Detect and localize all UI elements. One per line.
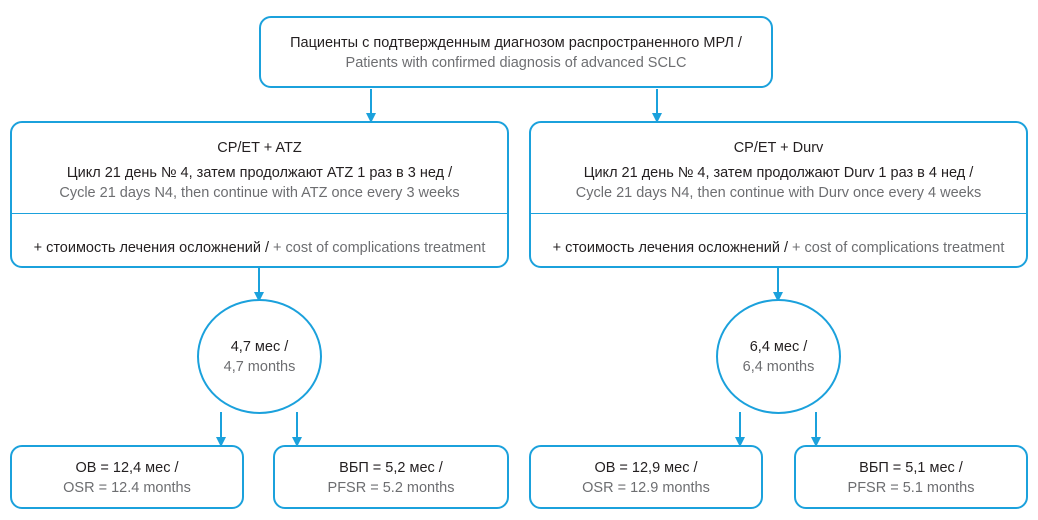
atz-arm-box: CP/ET + ATZ Цикл 21 день № 4, затем прод… <box>10 121 509 268</box>
cost-label-en: + cost of complications treatment <box>273 240 486 256</box>
arm-divider <box>12 213 507 214</box>
cost-label: + стоимость лечения осложнений / + cost … <box>531 239 1026 257</box>
cycle-label-ru: Цикл 21 день № 4, затем продолжают Durv … <box>583 165 974 181</box>
duration-label-en: 6,4 months <box>742 358 815 375</box>
patients-box: Пациенты с подтвержденным диагнозом расп… <box>259 16 773 88</box>
arm-divider <box>531 213 1026 214</box>
duration-label-ru: 4,7 мес / <box>230 338 289 355</box>
cycle-label-ru: Цикл 21 день № 4, затем продолжают ATZ 1… <box>66 165 453 181</box>
pfs-label-ru: ВБП = 5,2 мес / <box>339 460 443 476</box>
cost-label-ru: + стоимость лечения осложнений / <box>552 240 788 256</box>
os-label-en: OSR = 12.4 months <box>63 480 191 496</box>
durv-arm-box: CP/ET + Durv Цикл 21 день № 4, затем про… <box>529 121 1028 268</box>
atz-pfs-box: ВБП = 5,2 мес / PFSR = 5.2 months <box>273 445 509 509</box>
duration-label-en: 4,7 months <box>223 358 296 375</box>
cycle-label-en: Cycle 21 days N4, then continue with ATZ… <box>59 185 460 201</box>
cycle-label-en: Cycle 21 days N4, then continue with Dur… <box>575 185 982 201</box>
cost-label-ru: + стоимость лечения осложнений / <box>33 240 269 256</box>
arm-title: CP/ET + ATZ <box>217 140 302 156</box>
pfs-label-en: PFSR = 5.2 months <box>327 480 455 496</box>
durv-pfs-box: ВБП = 5,1 мес / PFSR = 5.1 months <box>794 445 1028 509</box>
pfs-label-en: PFSR = 5.1 months <box>847 480 975 496</box>
patients-label-ru: Пациенты с подтвержденным диагнозом расп… <box>290 35 742 51</box>
atz-os-box: ОВ = 12,4 мес / OSR = 12.4 months <box>10 445 244 509</box>
duration-label-ru: 6,4 мес / <box>749 338 808 355</box>
arm-title: CP/ET + Durv <box>733 140 824 156</box>
durv-duration-circle: 6,4 мес / 6,4 months <box>716 299 841 414</box>
os-label-ru: ОВ = 12,4 мес / <box>75 460 179 476</box>
pfs-label-ru: ВБП = 5,1 мес / <box>859 460 963 476</box>
cost-label: + стоимость лечения осложнений / + cost … <box>12 239 507 257</box>
durv-os-box: ОВ = 12,9 мес / OSR = 12.9 months <box>529 445 763 509</box>
atz-duration-circle: 4,7 мес / 4,7 months <box>197 299 322 414</box>
os-label-ru: ОВ = 12,9 мес / <box>594 460 698 476</box>
os-label-en: OSR = 12.9 months <box>582 480 710 496</box>
patients-label-en: Patients with confirmed diagnosis of adv… <box>345 55 687 71</box>
cost-label-en: + cost of complications treatment <box>792 240 1005 256</box>
